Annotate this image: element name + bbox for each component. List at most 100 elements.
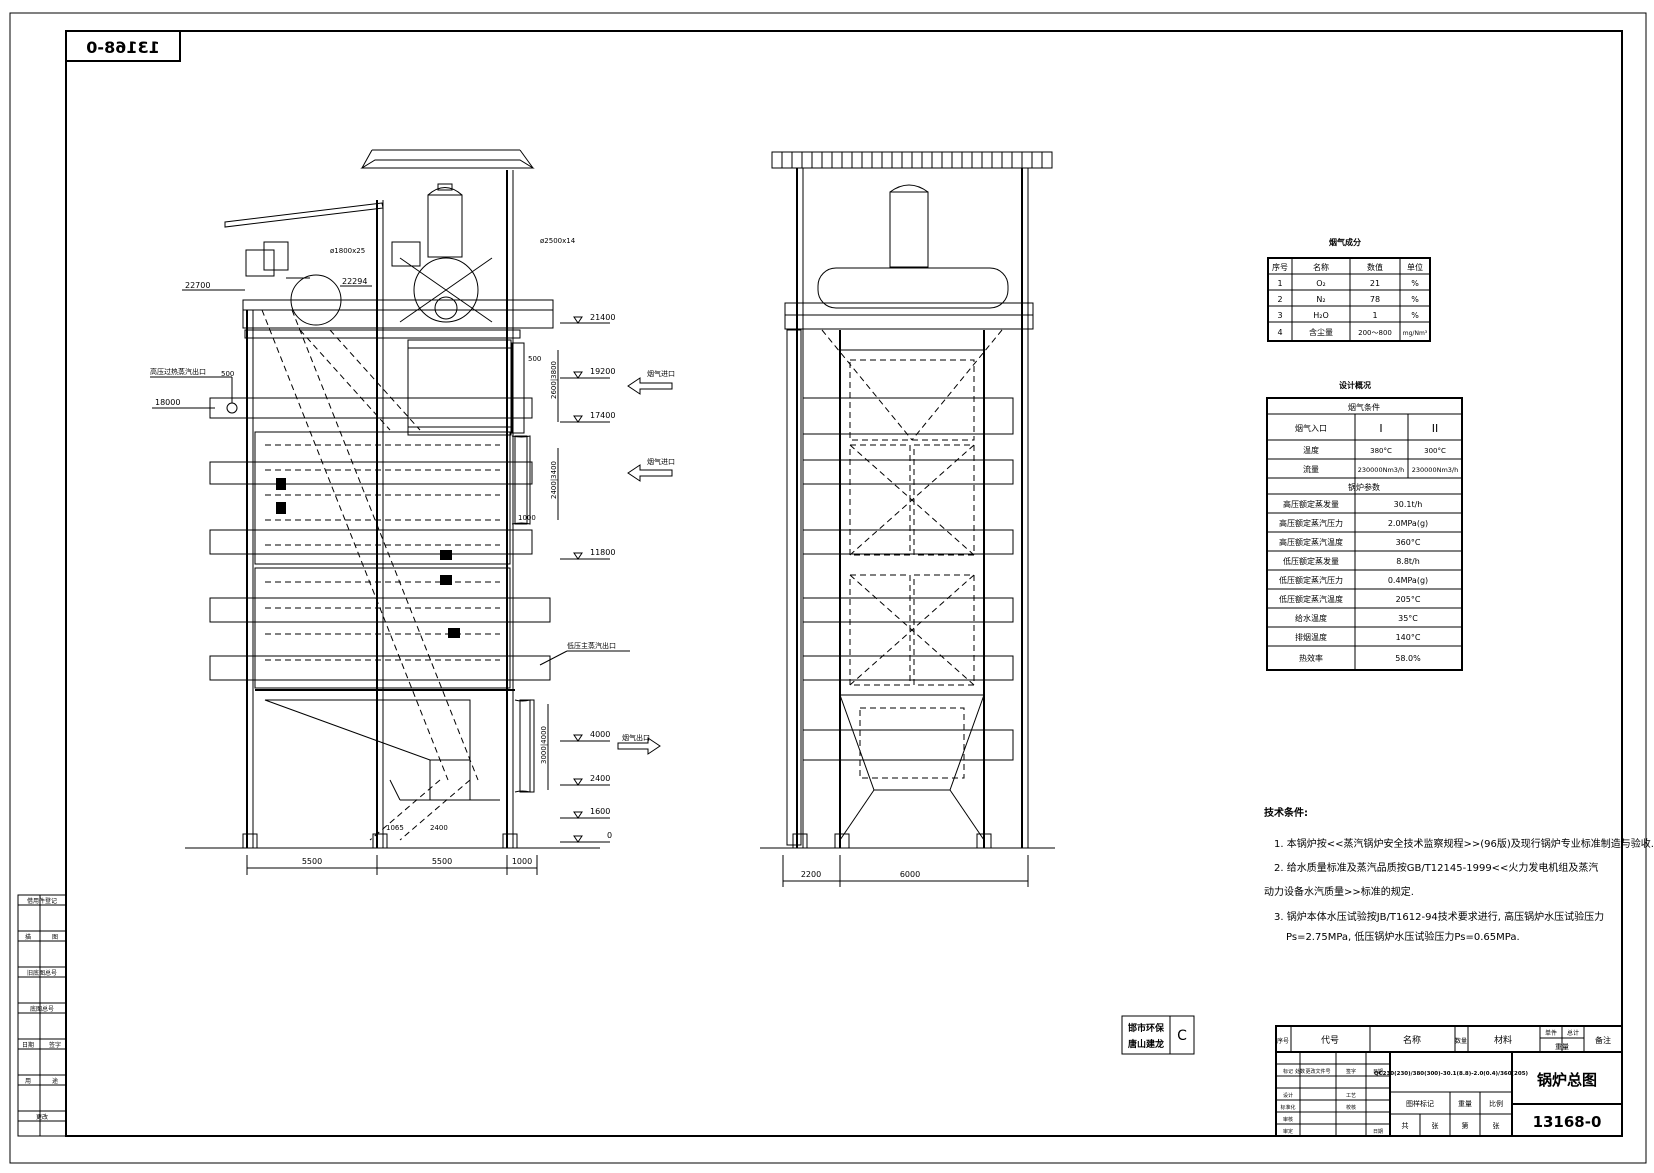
svg-text:1600: 1600 [590,807,610,816]
svg-text:重量: 重量 [1458,1100,1472,1108]
svg-text:4000: 4000 [590,730,610,739]
svg-text:旧底图总号: 旧底图总号 [27,969,57,977]
gas-outlet-arrow [617,737,661,755]
svg-text:1000: 1000 [512,857,532,866]
svg-text:17400: 17400 [590,411,615,420]
svg-text:日期: 日期 [1373,1069,1383,1075]
svg-text:签字: 签字 [1346,1068,1356,1075]
svg-text:烟气条件: 烟气条件 [1348,402,1380,412]
svg-text:烟气入口: 烟气入口 [1295,423,1327,433]
svg-text:18000: 18000 [155,398,180,407]
svg-text:更改文件号: 更改文件号 [1305,1068,1330,1075]
svg-text:N₂: N₂ [1316,295,1325,304]
svg-text:总计: 总计 [1567,1029,1579,1037]
svg-text:日期: 日期 [1373,1129,1383,1135]
svg-text:审核: 审核 [1283,1116,1293,1123]
module-1 [254,431,511,565]
module-2 [254,567,511,689]
svg-text:用: 用 [25,1078,31,1085]
svg-text:张: 张 [1432,1121,1439,1130]
svg-text:高压额定蒸汽温度: 高压额定蒸汽温度 [1279,537,1343,547]
svg-text:205°C: 205°C [1396,595,1421,604]
svg-text:标记: 标记 [1283,1068,1293,1075]
svg-text:名称: 名称 [1403,1034,1421,1046]
lp-steam-outlet-label: 低压主蒸汽出口 [567,641,616,650]
svg-text:140°C: 140°C [1396,633,1421,642]
svg-text:ø2500x14: ø2500x14 [540,237,576,245]
svg-text:2. 给水质量标准及蒸汽品质按GB/T12145-1999<: 2. 给水质量标准及蒸汽品质按GB/T12145-1999<<火力发电机组及蒸汽 [1274,861,1598,874]
hp-drum [413,257,479,323]
approval-stamp: 邯市环保 唐山建龙 C [1121,1015,1195,1055]
svg-text:3: 3 [1277,311,1282,320]
svg-text:II: II [1432,422,1439,435]
svg-text:3000|4000: 3000|4000 [540,726,548,764]
svg-text:1000: 1000 [518,514,536,522]
svg-text:6000: 6000 [900,870,920,879]
gas-inlet-2-label: 烟气进口 [647,457,675,466]
side-ladder [786,329,802,846]
gas-outlet-label: 烟气出口 [622,733,650,742]
drawing-name: 锅炉总图 [1537,1071,1597,1089]
svg-text:H₂O: H₂O [1313,311,1329,320]
drawing-no-mirrored: 13168-0 [86,38,159,57]
canopy [224,202,384,228]
svg-text:数值: 数值 [1367,262,1383,272]
side-elevation-view: 2200 6000 [760,151,1055,887]
svg-text:1: 1 [1277,279,1282,288]
svg-text:2200: 2200 [801,870,821,879]
svg-text:58.0%: 58.0% [1395,654,1421,663]
gas-inlet-1-label: 烟气进口 [647,369,675,378]
inner-border [65,30,1623,1137]
svg-text:名称: 名称 [1313,262,1329,272]
svg-text:ø1800x25: ø1800x25 [330,247,365,255]
svg-text:2: 2 [1277,295,1282,304]
svg-text:更改: 更改 [36,1113,48,1121]
svg-text:1065: 1065 [386,824,404,832]
svg-text:借用件登记: 借用件登记 [27,897,57,905]
top-platform [242,299,554,329]
svg-text:2400: 2400 [430,824,448,832]
side-drum [817,267,1009,309]
hopper [264,699,471,761]
side-hopper [839,694,985,791]
flue-gas-composition-table: 烟气成分 序号 名称 数值 单位 1 O₂ 21 % 2 N₂ 78 % 3 H… [1267,237,1431,342]
svg-text:图: 图 [52,934,58,941]
gas-inlet-arrow-2 [627,464,673,482]
svg-text:8.8t/h: 8.8t/h [1396,557,1420,566]
svg-text:唐山建龙: 唐山建龙 [1128,1038,1164,1050]
svg-text:排烟温度: 排烟温度 [1295,632,1327,642]
svg-text:0: 0 [607,831,612,840]
deaerator [427,194,463,258]
svg-text:mg/Nm³: mg/Nm³ [1403,330,1428,337]
svg-text:Ps=2.75MPa, 低压锅炉水压试验压力Ps=0.65M: Ps=2.75MPa, 低压锅炉水压试验压力Ps=0.65MPa. [1286,930,1520,943]
svg-text:锅炉参数: 锅炉参数 [1348,482,1380,492]
svg-text:78: 78 [1370,295,1380,304]
gas-inlet-duct-upper [407,339,512,436]
svg-text:标准化: 标准化 [1280,1104,1295,1111]
front-elevation-view: 22700 22294 21400 19200 18000 17400 1180… [150,149,675,875]
svg-text:200～800: 200～800 [1358,329,1392,337]
svg-text:380°C: 380°C [1370,447,1392,455]
svg-text:1. 本锅炉按<<蒸汽锅炉安全技术监察规程>>(96版)及现: 1. 本锅炉按<<蒸汽锅炉安全技术监察规程>>(96版)及现行锅炉专业标准制造与… [1274,837,1654,850]
svg-text:共: 共 [1402,1121,1409,1130]
svg-text:高压额定蒸发量: 高压额定蒸发量 [1283,499,1339,509]
svg-text:2400|3400: 2400|3400 [550,461,558,499]
svg-text:230000Nm3/h: 230000Nm3/h [1412,466,1458,474]
svg-text:比例: 比例 [1489,1099,1503,1108]
svg-text:烟气成分: 烟气成分 [1329,237,1361,247]
svg-text:低压额定蒸发量: 低压额定蒸发量 [1283,556,1339,566]
svg-text:4: 4 [1277,328,1282,337]
gas-inlet-arrow-1 [627,377,673,395]
svg-text:500: 500 [221,370,234,378]
svg-text:22294: 22294 [342,277,367,286]
design-overview-table: 设计概况 烟气条件 烟气入口 I II 温度 380°C 300°C 流量 23… [1266,380,1463,671]
svg-text:审定: 审定 [1283,1128,1293,1135]
drawing-no-box [65,30,181,62]
svg-text:O₂: O₂ [1316,279,1326,288]
svg-text:低压额定蒸汽温度: 低压额定蒸汽温度 [1279,594,1343,604]
svg-text:0.4MPa(g): 0.4MPa(g) [1388,576,1428,585]
svg-text:邯市环保: 邯市环保 [1128,1022,1165,1034]
svg-text:工艺: 工艺 [1346,1093,1356,1099]
